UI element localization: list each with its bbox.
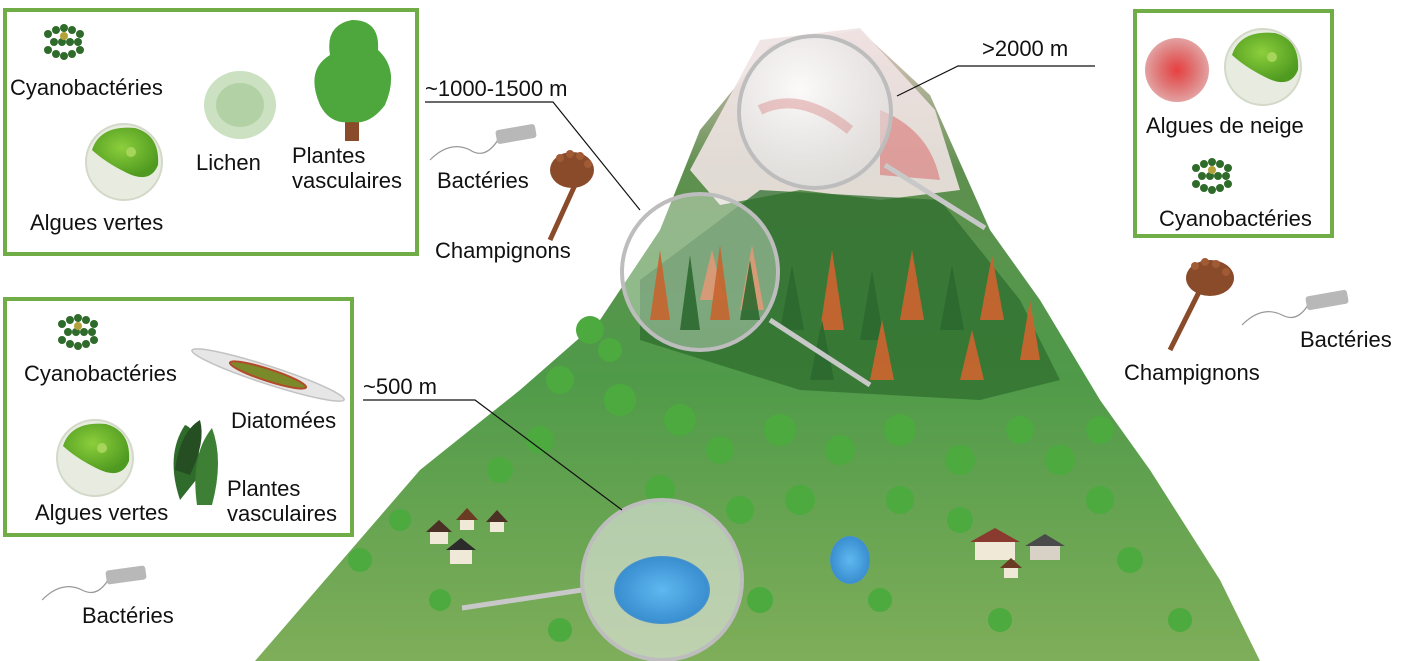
label-cyanobacteria-high: Cyanobactéries [10, 75, 163, 100]
altitude-label-high: >2000 m [982, 36, 1068, 61]
label-green-algae-high: Algues vertes [30, 210, 163, 235]
cyanobacteria-icon-high-left [44, 24, 84, 60]
green-algae-icon-low-box [57, 420, 133, 496]
label-fungi-right: Champignons [1124, 360, 1260, 385]
label-vascular-plants-high-line2: vasculaires [292, 168, 420, 193]
label-bacteria-mid: Bactéries [437, 168, 529, 193]
vascular-tree-icon [314, 20, 391, 141]
diatom-icon-box [189, 342, 347, 409]
label-vascular-plants-high-line1: Plantes [292, 143, 420, 168]
label-vascular-plants-high: Plantes vasculaires [292, 143, 420, 194]
snow-algae-red-icon-box [1145, 38, 1209, 102]
label-snow-algae: Algues de neige [1146, 113, 1304, 138]
label-green-algae-low: Algues vertes [35, 500, 168, 525]
cyanobacteria-icon-low-box [58, 314, 98, 350]
green-algae-icon-box [86, 124, 162, 200]
label-lichen: Lichen [196, 150, 261, 175]
label-fungi-mid: Champignons [435, 238, 571, 263]
aquatic-plant-icon-box [174, 420, 218, 505]
label-bacteria-right: Bactéries [1300, 327, 1392, 352]
label-cyanobacteria-right: Cyanobactéries [1159, 206, 1312, 231]
label-vascular-plants-low: Plantes vasculaires [227, 476, 337, 527]
label-bacteria-low: Bactéries [82, 603, 174, 628]
label-vascular-plants-low-line2: vasculaires [227, 501, 337, 526]
label-diatoms: Diatomées [231, 408, 336, 433]
lichen-icon-box [204, 71, 276, 139]
snow-algae-green-icon-box [1225, 29, 1301, 105]
label-cyanobacteria-low: Cyanobactéries [24, 361, 177, 386]
altitude-label-low: ~500 m [363, 374, 437, 399]
altitude-label-mid: ~1000-1500 m [425, 76, 568, 101]
cyanobacteria-icon-right-box [1192, 158, 1232, 194]
label-vascular-plants-low-line1: Plantes [227, 476, 337, 501]
